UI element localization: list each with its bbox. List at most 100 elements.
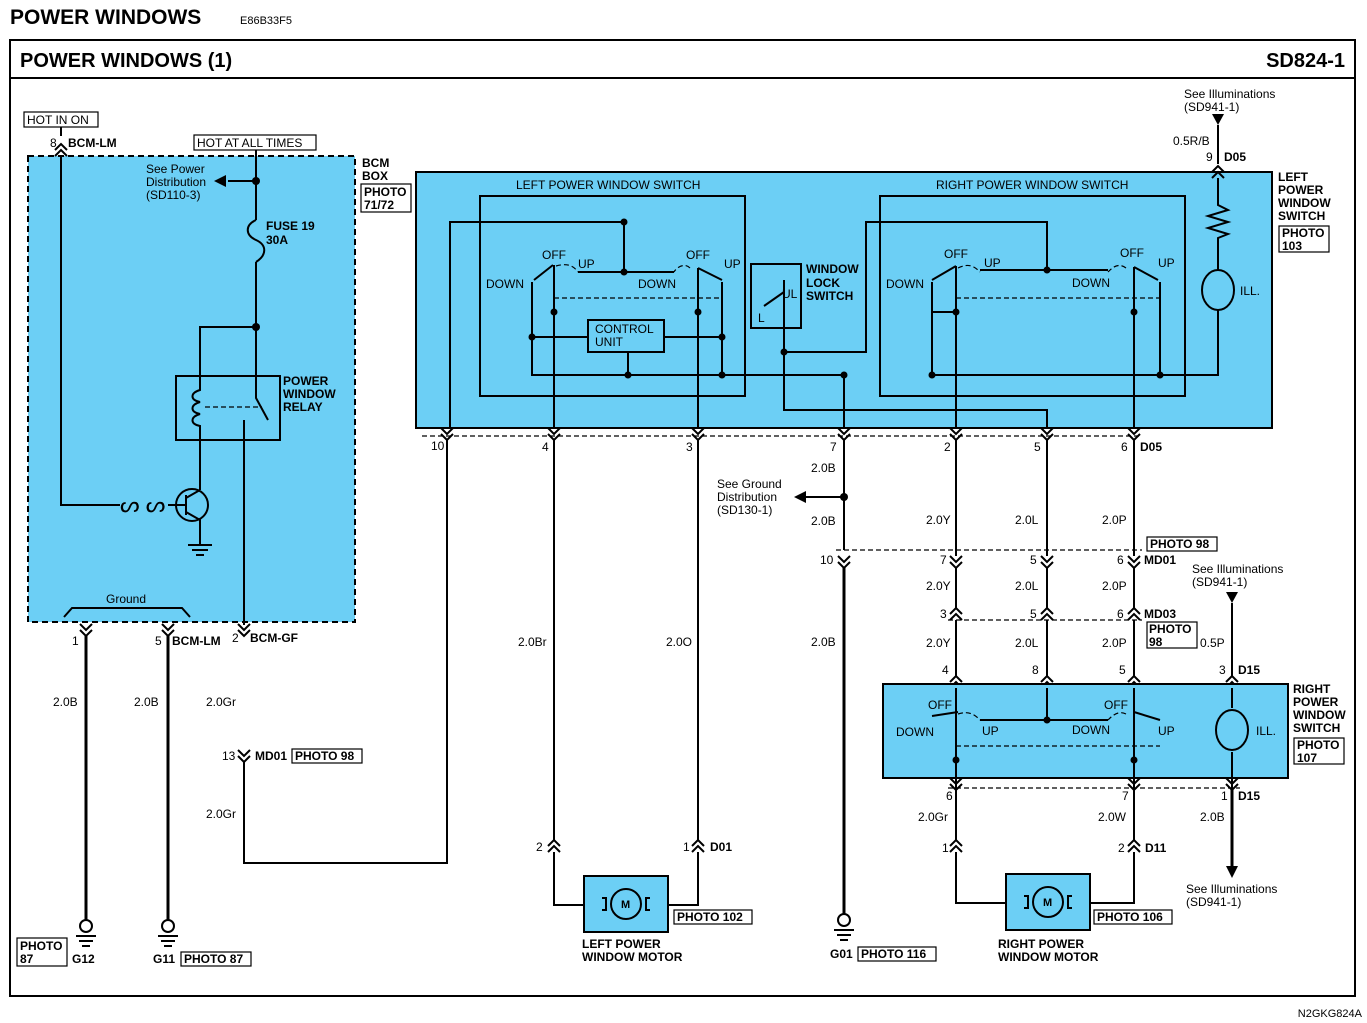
ls-dot-8 — [718, 371, 726, 379]
right-motor-photo: PHOTO 106 — [1097, 910, 1163, 924]
g12-photo-l1: PHOTO — [20, 939, 62, 953]
right-power-window-motor — [1005, 873, 1091, 931]
md01-pin-10: 10 — [820, 553, 834, 567]
right-down-1: DOWN — [886, 277, 924, 291]
left-power-window-motor — [583, 875, 669, 933]
pass-down-1: DOWN — [896, 725, 934, 739]
right-pws-label-l2: POWER — [1293, 695, 1339, 709]
ls-dot-7 — [624, 371, 632, 379]
g01-wire-color-3: 2.0B — [811, 635, 836, 649]
d01-pin-2: 2 — [536, 840, 543, 854]
g12-label: G12 — [72, 952, 95, 966]
left-illum-return — [1185, 310, 1219, 376]
illum-top-l2: (SD941-1) — [1184, 100, 1239, 114]
pass-off-1: OFF — [928, 698, 952, 712]
g12-ground-lines — [76, 935, 96, 947]
relay-contact — [243, 376, 269, 440]
illum-top-wire-color: 0.5R/B — [1173, 134, 1210, 148]
left-motor-m: M — [621, 899, 630, 911]
diagram-title: POWER WINDOWS (1) — [20, 50, 232, 72]
illum-out-l2: (SD941-1) — [1186, 895, 1241, 909]
md01-photo-left: PHOTO 98 — [295, 749, 354, 763]
power-dist-arrowhead — [214, 175, 226, 187]
wires-d05-md01 — [955, 440, 1135, 556]
l-wire-color-3: 2.0L — [1015, 636, 1039, 650]
ground-bracket — [63, 607, 191, 618]
bcm-pin-2: 2 — [232, 631, 239, 645]
md01-photo-box-left — [291, 748, 363, 764]
left-pws-photo-l1: PHOTO — [1282, 226, 1324, 240]
ground-dist-l2: Distribution — [717, 490, 777, 504]
right-pws-photo-l2: 107 — [1297, 751, 1317, 765]
left-motor-wire-b-color: 2.0O — [666, 635, 692, 649]
right-pws-module — [882, 683, 1289, 779]
left-motor-label-l1: LEFT POWER — [582, 937, 661, 951]
d11-pin-2: 2 — [1118, 841, 1125, 855]
bcm-to-switch-wire — [243, 440, 448, 864]
d15-label-top: D15 — [1238, 663, 1260, 677]
l-wire-color-1: 2.0L — [1015, 513, 1039, 527]
window-lock-l2: LOCK — [806, 276, 840, 290]
right-off-2: OFF — [1120, 246, 1144, 260]
right-motor-wires — [955, 790, 1135, 840]
bcm-conn-bottom-gf: BCM-GF — [250, 631, 298, 645]
window-lock-wiper — [763, 221, 880, 353]
right-pws-label-l1: RIGHT — [1293, 682, 1331, 696]
md01-13-terminal — [237, 749, 251, 764]
fuse-label-l1: FUSE 19 — [266, 219, 315, 233]
g11-ground-lines — [158, 935, 178, 947]
bcm-label-l2: BOX — [362, 169, 388, 183]
footer-code: N2GKG824A — [1298, 1008, 1363, 1020]
illum-right-l1: See Illuminations — [1192, 562, 1283, 576]
left-motor-label-l2: WINDOW MOTOR — [582, 950, 683, 964]
md03-terminals — [949, 606, 1141, 621]
gnd-bus-dot — [840, 371, 848, 379]
section-title: POWER WINDOWS — [10, 6, 201, 29]
d05-pin-10: 10 — [431, 439, 445, 453]
left-motor-brushes — [602, 897, 650, 911]
left-illum-label: ILL. — [1240, 284, 1260, 298]
md03-pin-6: 6 — [1117, 607, 1124, 621]
ls-dot-5 — [528, 333, 536, 341]
right-section-title: RIGHT POWER WINDOW SWITCH — [936, 178, 1128, 192]
hot-in-on-label: HOT IN ON — [27, 113, 89, 127]
coil-symbol: ᔕ ᔕ — [120, 492, 165, 517]
bcm-conn-top: BCM-LM — [68, 136, 117, 150]
right-motor-photo-box — [1093, 909, 1173, 925]
d05-label-top: D05 — [1224, 150, 1246, 164]
left-pws-photo-box — [1278, 225, 1330, 253]
g12-photo-l2: 87 — [20, 952, 34, 966]
d05-pin-9-terminal — [1211, 164, 1225, 179]
gr-wire-color-lower: 2.0Gr — [206, 807, 236, 821]
rs-dot-3 — [1130, 308, 1138, 316]
d05-pin-6: 6 — [1121, 440, 1128, 454]
left-switch-link — [554, 264, 720, 299]
ground-label: Ground — [106, 592, 146, 606]
bcm-internal-ground — [188, 544, 212, 556]
relay-label-l1: POWER — [283, 374, 329, 388]
left-switch-wiper-2 — [697, 267, 723, 281]
p-wire-color-3: 2.0P — [1102, 636, 1127, 650]
left-pws-label-l4: SWITCH — [1278, 209, 1325, 223]
d11-pin-1: 1 — [942, 841, 949, 855]
ps-dot-3 — [1130, 756, 1138, 764]
illum-right-wire-color: 0.5P — [1200, 636, 1225, 650]
md03-photo-l1: PHOTO — [1149, 622, 1191, 636]
control-unit-l1: CONTROL — [595, 322, 654, 336]
md01-photo-box-right — [1146, 536, 1218, 552]
md01-photo-right: PHOTO 98 — [1150, 537, 1209, 551]
left-switch-wiper-1 — [533, 264, 554, 281]
bcm-photo-l2: 71/72 — [364, 198, 394, 212]
right-switch-wiper-2 — [1133, 266, 1159, 281]
right-illum-lamp — [1215, 709, 1249, 751]
left-motor-leads — [553, 852, 699, 906]
rs-dot-2 — [952, 308, 960, 316]
rs-dot-5 — [1156, 371, 1164, 379]
diagram-frame — [9, 39, 1356, 997]
d01-terminals — [547, 838, 705, 853]
left-up-2: UP — [724, 257, 741, 271]
diagram-code: SD824-1 — [1266, 50, 1345, 72]
g01-wire-color-2: 2.0B — [811, 514, 836, 528]
d15-label-bottom: D15 — [1238, 789, 1260, 803]
